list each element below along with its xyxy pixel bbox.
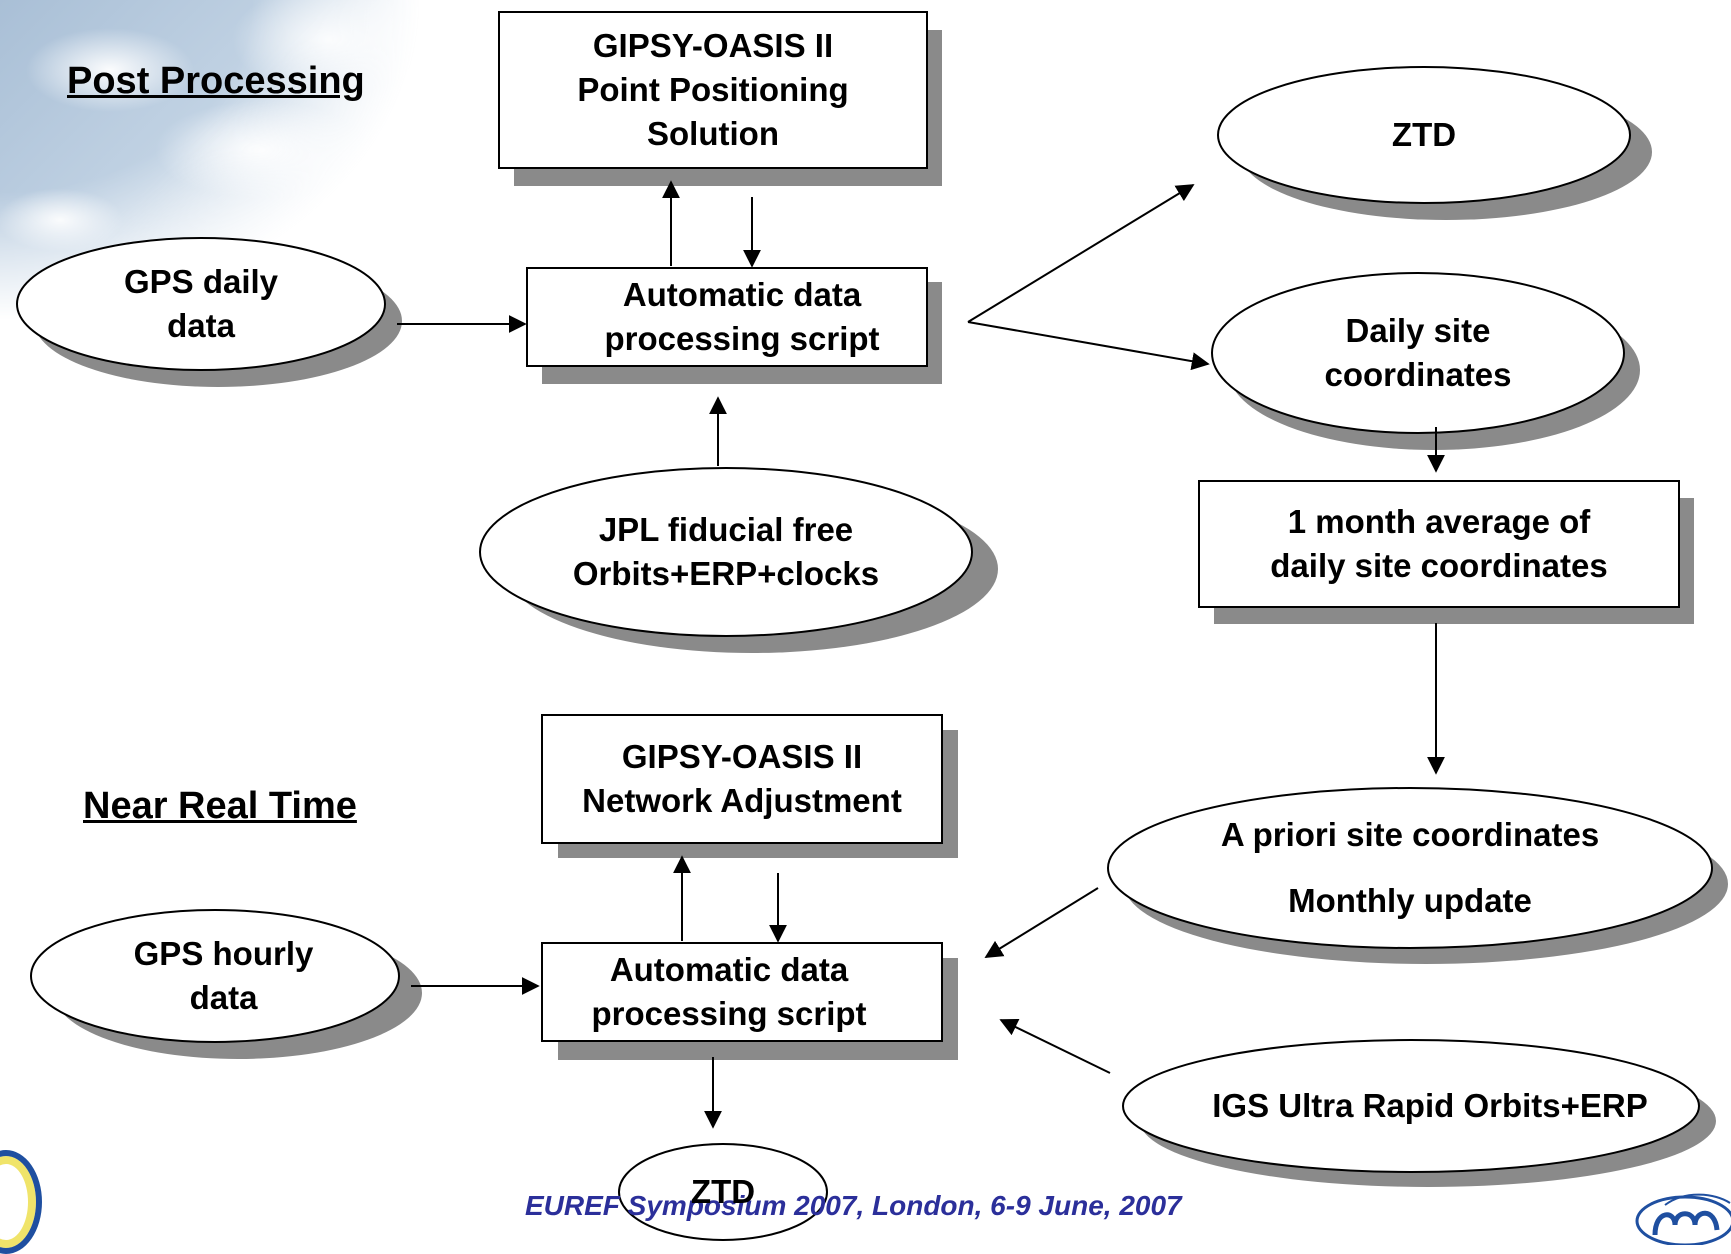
nrt-script-line1: Automatic data (609, 951, 849, 988)
post-script-line1: Automatic data (622, 276, 862, 313)
jpl-orbits-label: JPL fiducial free Orbits+ERP+clocks (480, 468, 972, 636)
gps-hourly-line2: data (189, 979, 258, 1016)
arrow-script-to-daily (967, 321, 1210, 371)
post-processing-heading: Post Processing (67, 60, 365, 102)
post-ztd-text: ZTD (1391, 116, 1457, 153)
nrt-script-box (541, 942, 943, 1042)
month-average-line2: daily site coordinates (1270, 547, 1608, 584)
month-average-label: 1 month average of daily site coordinate… (1199, 481, 1679, 607)
post-gipsy-line2: Point Positioning (577, 71, 849, 108)
nrt-ztd-ellipse (618, 1143, 828, 1241)
gps-daily-line2: data (167, 307, 235, 344)
footer-text: EUREF Symposium 2007, London, 6-9 June, … (525, 1190, 1182, 1221)
post-script-label: Automatic data processing script (527, 268, 957, 366)
arrow-igs-to-script (999, 1018, 1111, 1074)
arrow-script-to-ztd (967, 184, 1195, 323)
igs-ellipse (1122, 1039, 1700, 1173)
right-logo-icon (1635, 1193, 1731, 1245)
post-ztd-ellipse (1217, 66, 1631, 204)
post-gipsy-line3: Solution (647, 115, 779, 152)
gps-hourly-label: GPS hourly data (31, 910, 416, 1042)
daily-coords-ellipse (1211, 272, 1625, 434)
nrt-gipsy-line2: Network Adjustment (582, 782, 902, 819)
post-gipsy-box (498, 11, 928, 169)
jpl-line1: JPL fiducial free (598, 511, 854, 548)
nrt-ztd-label: ZTD (619, 1144, 827, 1240)
month-average-box (1198, 480, 1680, 608)
nrt-script-line2: processing script (591, 995, 867, 1032)
post-gipsy-line1: GIPSY-OASIS II (592, 27, 834, 64)
near-real-time-heading: Near Real Time (83, 785, 357, 827)
daily-coords-label: Daily site coordinates (1212, 273, 1624, 433)
nrt-gipsy-box (541, 714, 943, 844)
apriori-line2: Monthly update (1288, 882, 1532, 919)
arrow-apriori-to-script (984, 887, 1099, 958)
gps-hourly-line1: GPS hourly (133, 935, 314, 972)
daily-coords-line2: coordinates (1324, 356, 1512, 393)
daily-coords-line1: Daily site (1345, 312, 1491, 349)
igs-text: IGS Ultra Rapid Orbits+ERP (1212, 1087, 1648, 1124)
gps-daily-label: GPS daily data (17, 238, 385, 370)
nrt-script-label: Automatic data processing script (542, 943, 916, 1041)
nrt-gipsy-label: GIPSY-OASIS II Network Adjustment (542, 715, 942, 843)
apriori-label: A priori site coordinates Monthly update (1108, 788, 1712, 948)
post-script-line2: processing script (604, 320, 880, 357)
post-ztd-label: ZTD (1218, 67, 1630, 203)
gps-daily-line1: GPS daily (123, 263, 279, 300)
apriori-ellipse (1107, 787, 1713, 949)
apriori-line1: A priori site coordinates (1220, 816, 1600, 853)
post-script-box (526, 267, 928, 367)
post-gipsy-label: GIPSY-OASIS II Point Positioning Solutio… (499, 12, 927, 168)
gps-hourly-ellipse (30, 909, 400, 1043)
gps-daily-ellipse (16, 237, 386, 371)
nrt-ztd-text: ZTD (690, 1173, 756, 1210)
igs-label: IGS Ultra Rapid Orbits+ERP (1123, 1040, 1731, 1172)
month-average-line1: 1 month average of (1287, 503, 1591, 540)
nrt-gipsy-line1: GIPSY-OASIS II (621, 738, 863, 775)
jpl-line2: Orbits+ERP+clocks (572, 555, 880, 592)
jpl-orbits-ellipse (479, 467, 973, 637)
